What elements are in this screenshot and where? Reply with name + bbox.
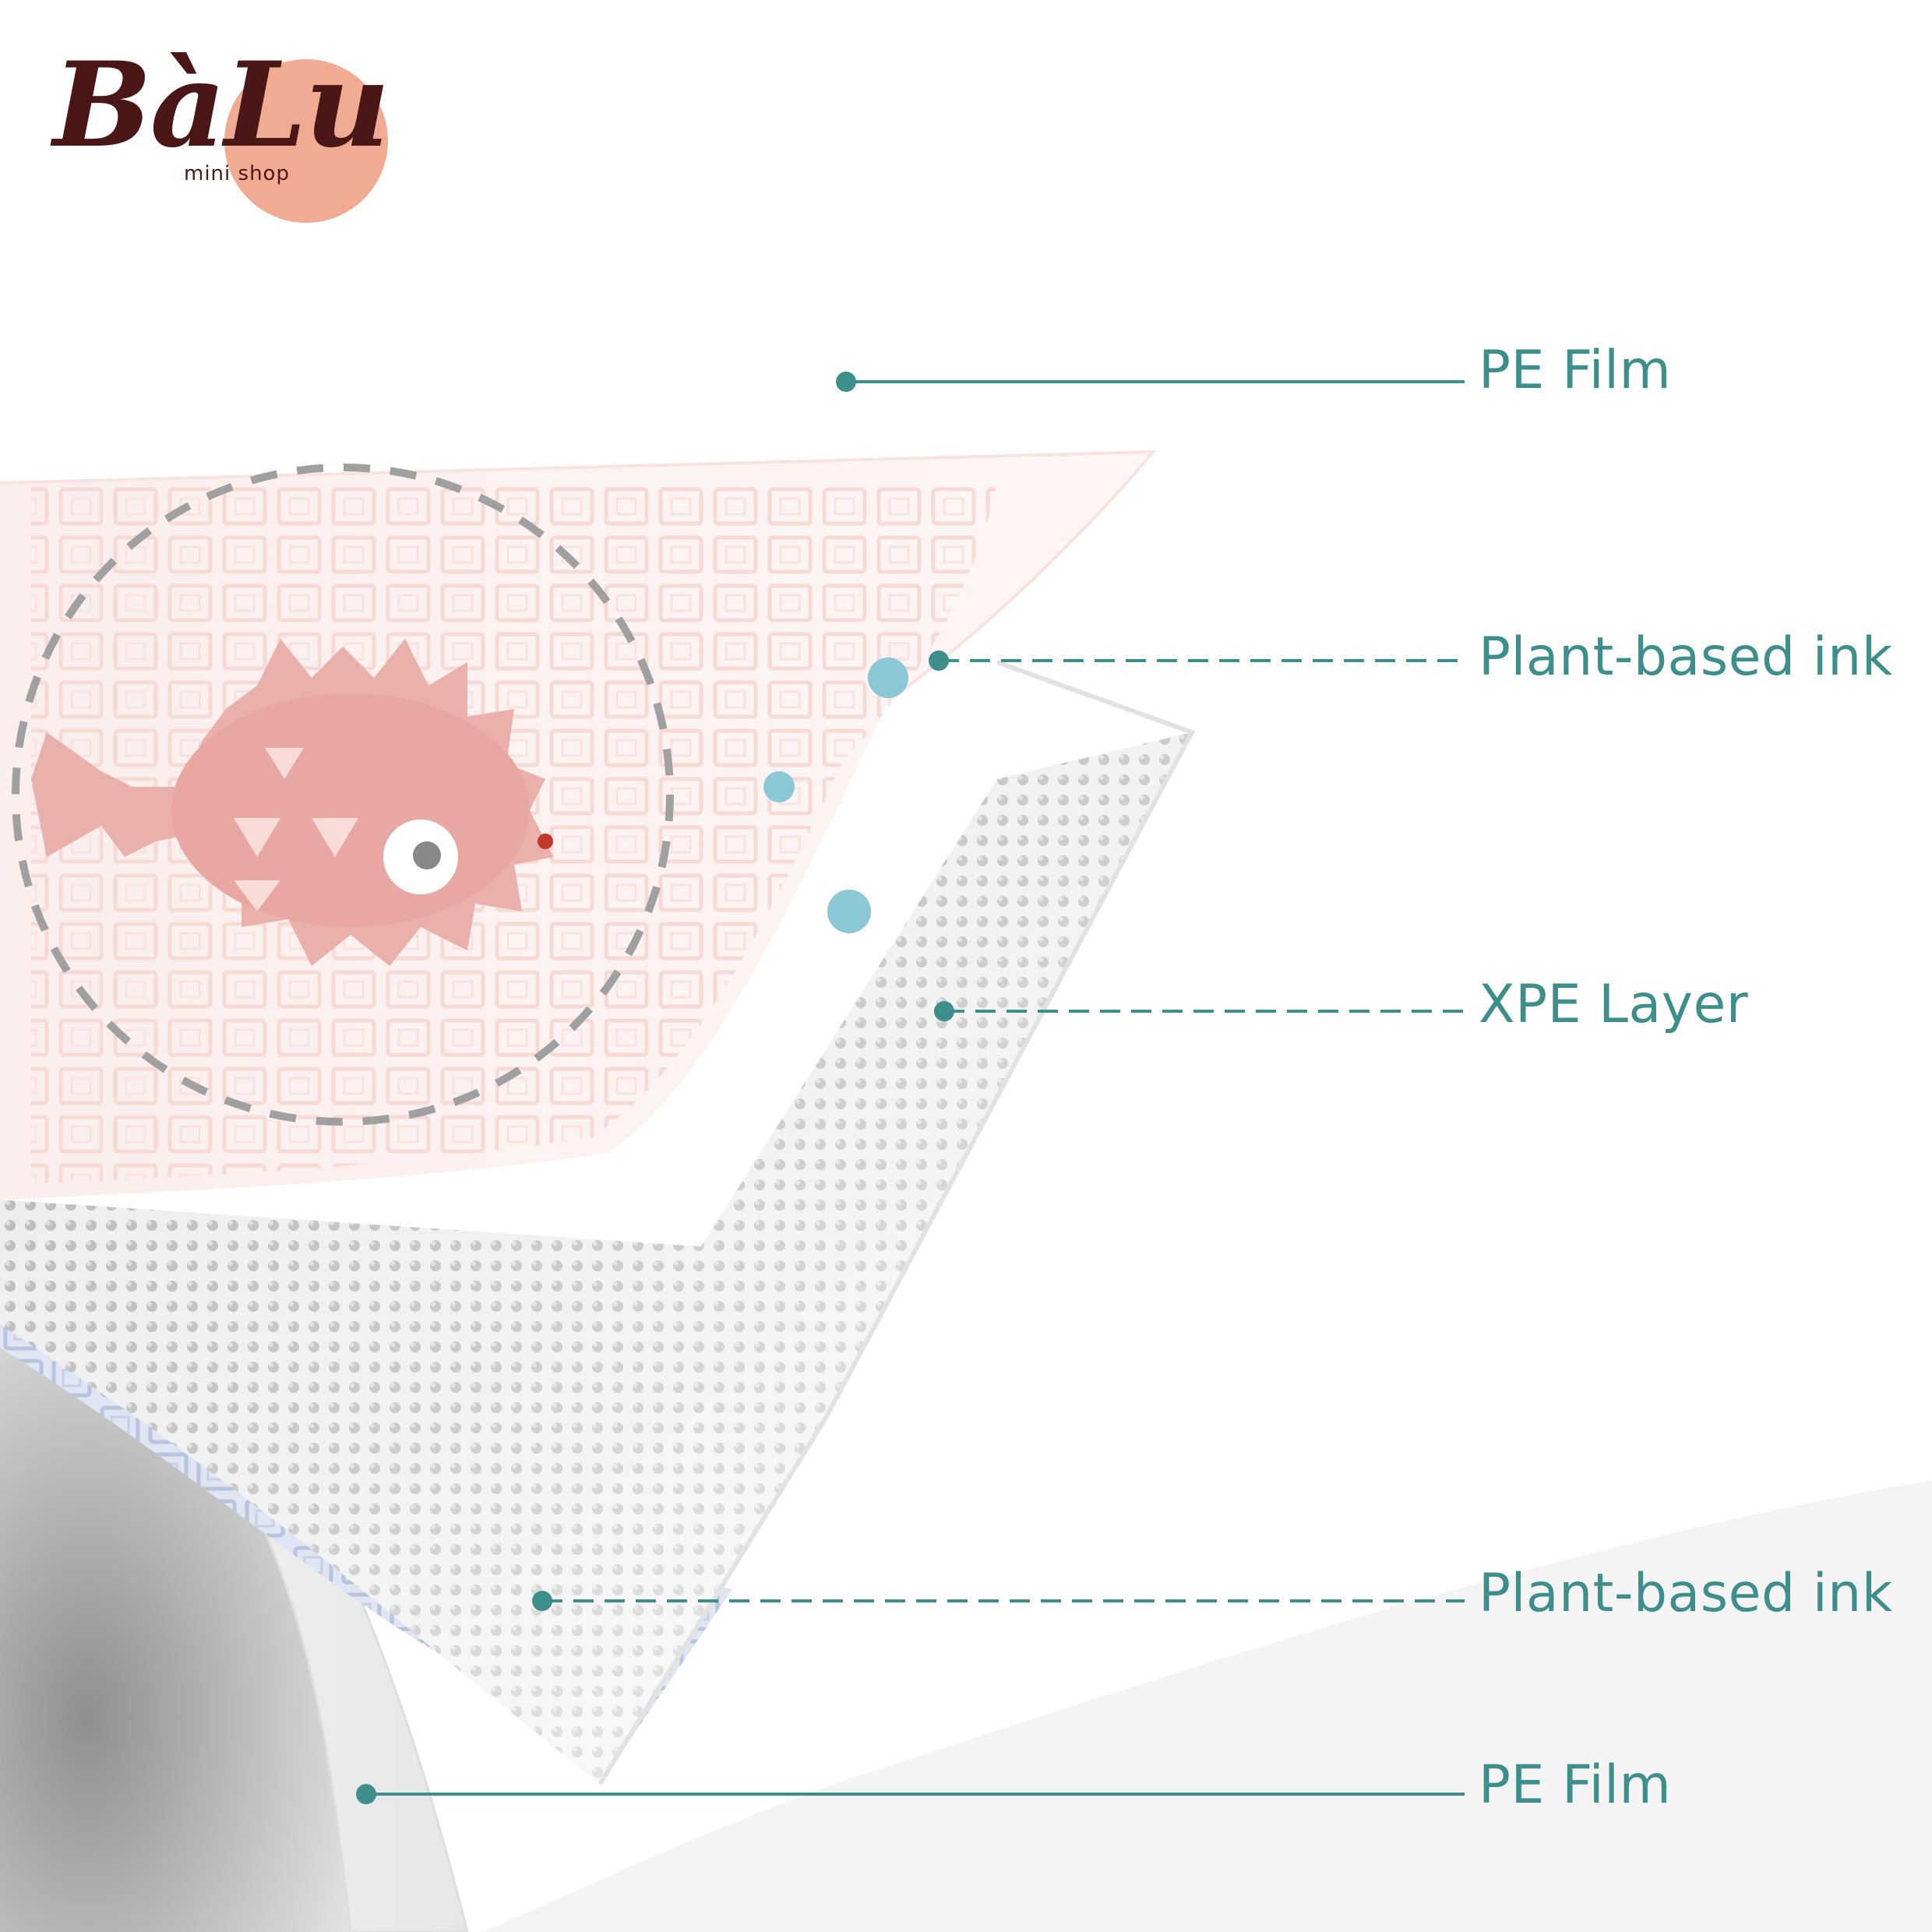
label-pe-film-bottom: PE Film [1479, 1754, 1672, 1816]
leader-dot-pe-film-top [836, 372, 856, 392]
pufferfish-illustration [31, 639, 553, 966]
ink-dot [763, 771, 795, 802]
ink-dot [827, 890, 871, 933]
label-xpe-layer: XPE Layer [1479, 974, 1749, 1035]
leader-dot-pe-film-bottom [356, 1784, 376, 1804]
brand-tagline: mini shop [184, 162, 290, 185]
label-pe-film-top: PE Film [1479, 340, 1672, 401]
brand-name: BàLu [53, 37, 390, 174]
leader-dots [356, 372, 954, 1804]
leader-dot-xpe-layer [934, 1001, 954, 1021]
dashed-circle [12, 464, 674, 1126]
ink-dot [868, 658, 908, 698]
leader-lines [366, 380, 1465, 1796]
label-plant-ink-bottom: Plant-based ink [1479, 1563, 1893, 1624]
leader-dot-plant-ink-bottom [532, 1591, 552, 1611]
right-shadow [483, 1480, 1932, 1932]
logo-circle [224, 59, 388, 223]
brand-logo: BàLu mini shop [47, 47, 390, 223]
label-plant-ink-top: Plant-based ink [1479, 626, 1893, 688]
leader-dot-plant-ink-top [929, 650, 949, 671]
